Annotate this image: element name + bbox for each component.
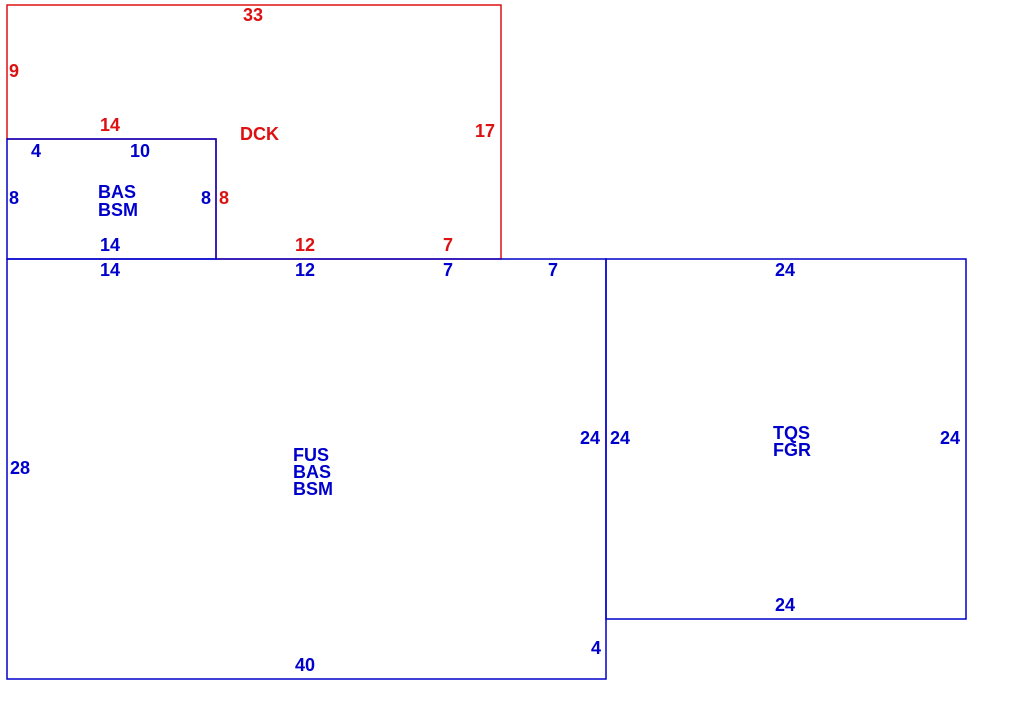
garage-dim-right: 24 xyxy=(940,428,960,448)
upper-basement-dim-top: 10 xyxy=(130,141,150,161)
upper-basement-area: 4 10 8 8 14 BAS BSM xyxy=(6,138,217,260)
upper-basement-dim-left: 8 xyxy=(9,188,19,208)
main-floor-area: 14 12 7 7 28 24 4 40 FUS BAS BSM xyxy=(6,258,607,680)
garage-code-2: FGR xyxy=(773,440,811,460)
garage-area: 24 24 24 24 TQS FGR xyxy=(605,258,967,620)
main-floor-dim-right-upper: 24 xyxy=(580,428,600,448)
main-floor-code-2: BAS xyxy=(293,462,331,482)
garage-dim-bottom: 24 xyxy=(775,595,795,615)
garage-code-1: TQS xyxy=(773,423,810,443)
main-floor-dim-top-mid: 12 xyxy=(295,260,315,280)
main-floor-dim-top-right-b: 7 xyxy=(548,260,558,280)
deck-area: 33 9 17 14 8 12 7 DCK xyxy=(6,4,502,260)
garage-dim-top: 24 xyxy=(775,260,795,280)
deck-dim-left: 9 xyxy=(9,61,19,81)
garage-outline xyxy=(605,258,967,620)
main-floor-dim-right-lower: 4 xyxy=(591,638,601,658)
upper-basement-dim-top-left: 4 xyxy=(31,141,41,161)
deck-code: DCK xyxy=(240,124,279,144)
deck-dim-step-top: 14 xyxy=(100,115,120,135)
upper-basement-dim-bottom: 14 xyxy=(100,235,120,255)
deck-dim-top: 33 xyxy=(243,5,263,25)
deck-dim-right: 17 xyxy=(475,121,495,141)
main-floor-code-3: BSM xyxy=(293,479,333,499)
main-floor-code-1: FUS xyxy=(293,445,329,465)
upper-basement-code-2: BSM xyxy=(98,200,138,220)
main-floor-dim-bottom: 40 xyxy=(295,655,315,675)
deck-dim-bottom-right: 7 xyxy=(443,235,453,255)
main-floor-dim-top-left: 14 xyxy=(100,260,120,280)
upper-basement-code-1: BAS xyxy=(98,182,136,202)
main-floor-dim-top-right-a: 7 xyxy=(443,260,453,280)
deck-dim-bottom-mid: 12 xyxy=(295,235,315,255)
garage-dim-left: 24 xyxy=(610,428,630,448)
upper-basement-dim-right: 8 xyxy=(201,188,211,208)
deck-dim-step-right: 8 xyxy=(219,188,229,208)
main-floor-dim-left: 28 xyxy=(10,458,30,478)
